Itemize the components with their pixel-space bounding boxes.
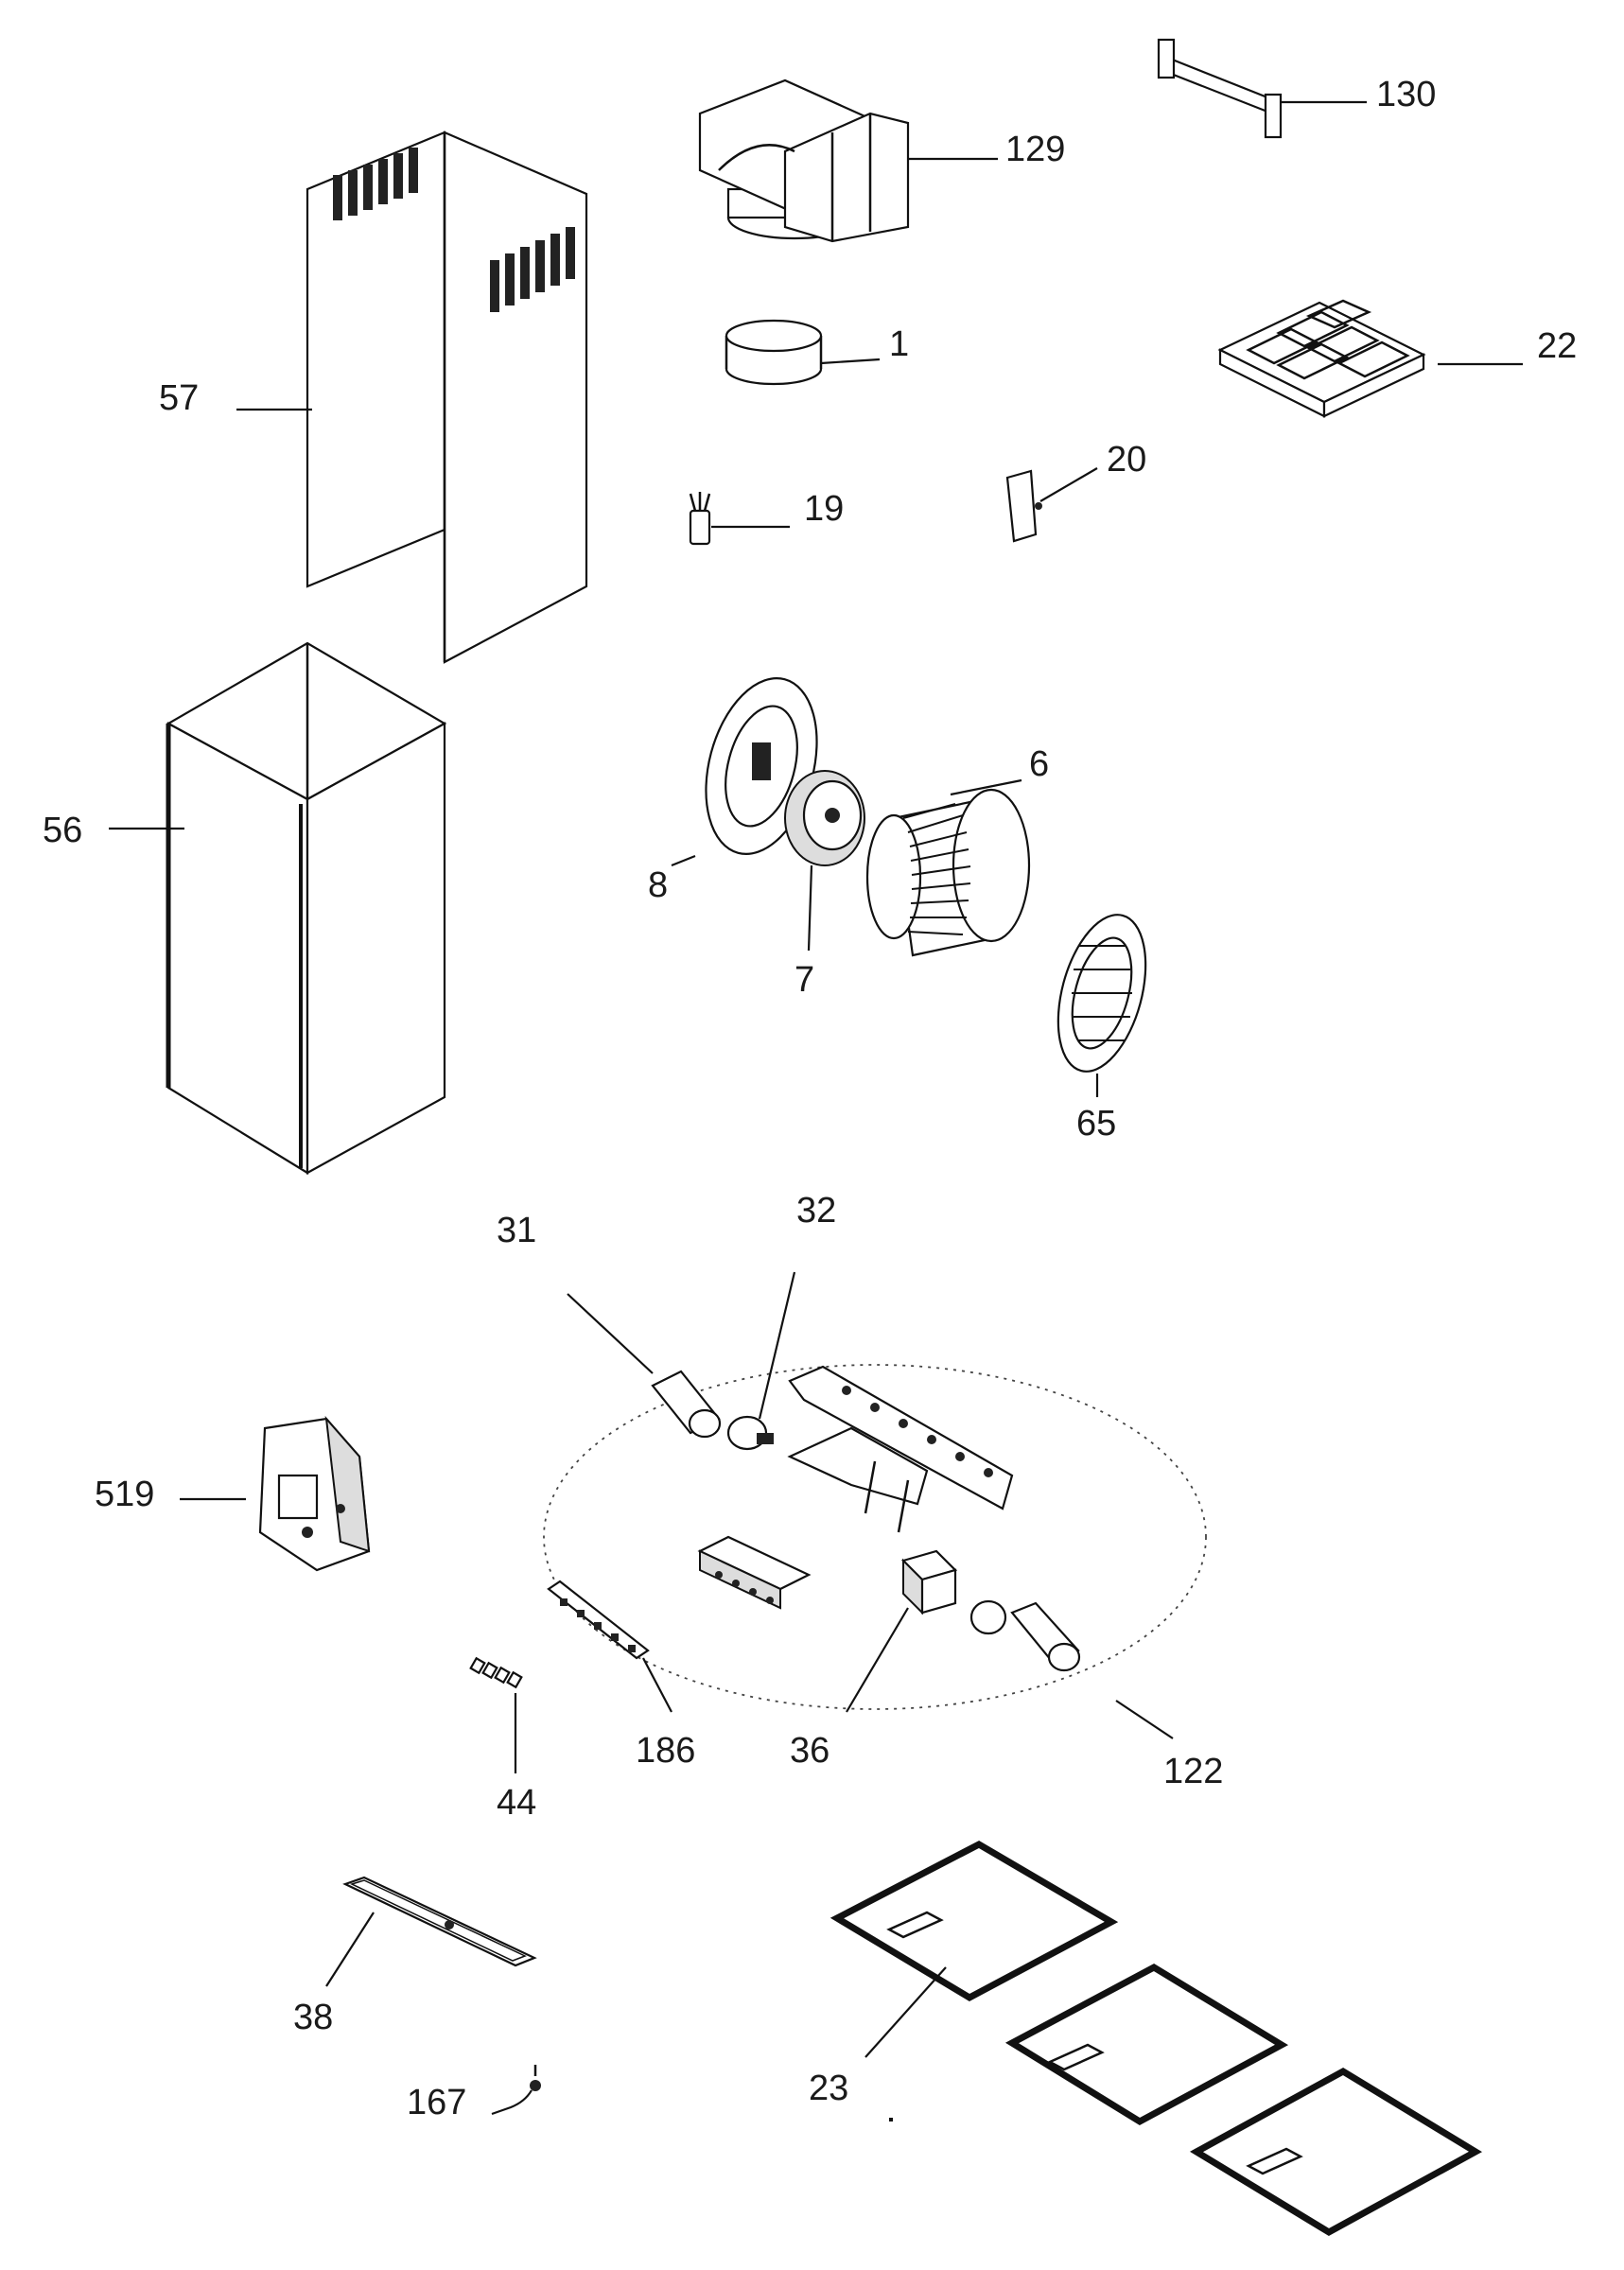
label-167: 167 [407,2083,466,2122]
leader-186 [642,1657,672,1713]
leader-23 [864,1966,947,2058]
label-23: 23 [809,2069,848,2108]
label-65: 65 [1076,1104,1116,1144]
part-32-lamp-holder [726,1415,774,1451]
part-31-lamp [651,1370,722,1439]
label-32: 32 [796,1191,836,1231]
leader-31 [567,1293,654,1374]
terminal-block [697,1535,812,1610]
leader-122 [1115,1700,1174,1739]
label-129: 129 [1005,130,1065,169]
leader-8 [671,854,696,867]
label-519: 519 [95,1475,154,1514]
part-6-blower-wheel [865,788,1031,957]
electrical-bracket [787,1365,1014,1533]
label-38: 38 [293,1998,333,2037]
part-20-clip [1005,469,1042,543]
part-122-electrical-group-outline [543,1364,1207,1710]
label-19: 19 [804,489,844,529]
label-130: 130 [1376,75,1436,114]
part-36-switch [900,1549,958,1615]
part-23-grease-filters [829,1841,1482,2237]
part-56-lower-chimney [166,641,447,1175]
label-44: 44 [497,1783,536,1823]
leader-167 [491,2089,533,2116]
part-19-small-component [689,492,711,546]
leader-32 [758,1271,796,1420]
grease-filter-2 [1004,1963,1289,2126]
label-31: 31 [497,1211,536,1250]
leader-38 [325,1912,375,1987]
part-65-grille [1056,914,1147,1073]
part-186-button-strip [547,1580,650,1660]
part-44-buttons [469,1656,523,1689]
part-7-motor [784,770,865,866]
part-22-charcoal-filter [1217,299,1426,418]
grease-filter-3 [1190,2067,1482,2237]
label-57: 57 [159,378,199,418]
grease-filter-1 [829,1841,1119,2002]
leader-7 [807,864,813,952]
leader-6 [950,778,1022,796]
label-56: 56 [43,811,82,850]
label-122: 122 [1163,1752,1223,1791]
leader-1 [820,358,881,365]
label-20: 20 [1107,440,1146,480]
leader-36 [846,1607,909,1713]
label-1: 1 [889,324,909,364]
label-36: 36 [790,1731,829,1771]
stray-dot [889,2118,893,2122]
lamp-holder-secondary [969,1599,1081,1672]
part-1-collar-ring [725,319,823,386]
label-22: 22 [1537,326,1577,366]
label-186: 186 [636,1731,695,1771]
label-7: 7 [795,960,814,1000]
leader-20 [1039,467,1098,502]
label-8: 8 [648,865,668,905]
part-130-bracket [1157,38,1283,139]
part-129-duct-adapter [698,79,910,243]
part-167-screw [530,2065,541,2091]
part-519-hardware-bag [258,1415,371,1572]
label-6: 6 [1029,744,1049,784]
part-38-light-frame [342,1876,537,1967]
part-57-upper-chimney [306,131,588,664]
